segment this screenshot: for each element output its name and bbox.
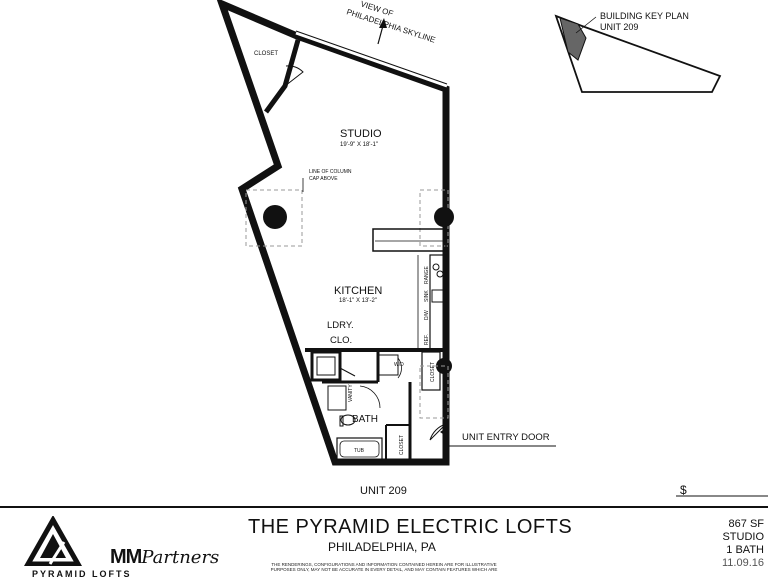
kitchen-upper-counter [372, 228, 447, 252]
closet-entry-label: CLOSET [430, 362, 436, 382]
building-key-plan [554, 14, 722, 93]
column-note-line2: CAP ABOVE [309, 176, 338, 182]
building-title: THE PYRAMID ELECTRIC LOFTS [248, 516, 573, 538]
unit-area: 867 SF [728, 518, 764, 530]
partners-word: Partners [141, 547, 220, 568]
ldry-label-line1: LDRY. [327, 320, 354, 331]
ldry-label-line2: CLO. [330, 335, 352, 346]
studio-dims: 19'-9" X 18'-1" [340, 142, 378, 148]
vanity-label: VANITY [348, 384, 354, 402]
key-plan-unit: UNIT 209 [600, 22, 638, 32]
footer: PYRAMID LOFTS MMPartners THE PYRAMID ELE… [0, 506, 768, 579]
toilet [340, 414, 356, 426]
floor-plan-drawing: VIEW OF PHILADELPHIA SKYLINE BUILDING KE… [216, 0, 768, 497]
dw-label: D/W [424, 310, 430, 320]
brand-name: PYRAMID LOFTS [32, 569, 132, 579]
kitchen-dims: 18'-1" X 13'-2" [339, 298, 377, 304]
range-label: RANGE [424, 266, 430, 284]
tub [336, 437, 383, 461]
unit-label: UNIT 209 [360, 485, 407, 497]
entry-door-swing [429, 423, 447, 441]
studio-label: STUDIO [340, 128, 382, 140]
column-note-line1: LINE OF COLUMN [309, 169, 352, 175]
kitchen-label: KITCHEN [334, 285, 382, 297]
column-left [263, 205, 287, 229]
unit-type: STUDIO [722, 531, 764, 543]
entry-door-label: UNIT ENTRY DOOR [462, 432, 550, 443]
laundry-closet [310, 350, 342, 382]
building-location: PHILADELPHIA, PA [328, 540, 436, 554]
unit-extra: 11.09.16 [721, 557, 764, 569]
vanity [327, 385, 347, 411]
unit-baths: 1 BATH [726, 544, 764, 556]
mm-mark: MM [110, 546, 142, 568]
mm-partners-logo: MMPartners [110, 546, 219, 569]
pyramid-logo-icon [23, 514, 83, 567]
window-line [295, 31, 448, 88]
key-plan-unit-highlight [559, 17, 587, 61]
closet-top-door [284, 65, 304, 87]
key-plan-title: BUILDING KEY PLAN [600, 11, 689, 21]
disclaimer-text: The renderings, configurations and infor… [270, 562, 498, 572]
tub-label: TUB [354, 448, 365, 454]
ref-label: REF. [424, 334, 430, 345]
unit-stats: 867 SF STUDIO 1 BATH 11.09.16 [722, 518, 764, 570]
price-symbol: $ [680, 483, 687, 497]
column-cap-left [245, 189, 303, 247]
pyramid-lofts-logo: PYRAMID LOFTS [23, 514, 130, 579]
sink-label: SINK [424, 290, 430, 302]
bath-label: BATH [352, 414, 378, 425]
column-right [434, 207, 454, 227]
closet-bath-label: CLOSET [399, 435, 405, 455]
closet-top-label: CLOSET [254, 51, 278, 57]
wd-label: W/D [394, 362, 404, 368]
